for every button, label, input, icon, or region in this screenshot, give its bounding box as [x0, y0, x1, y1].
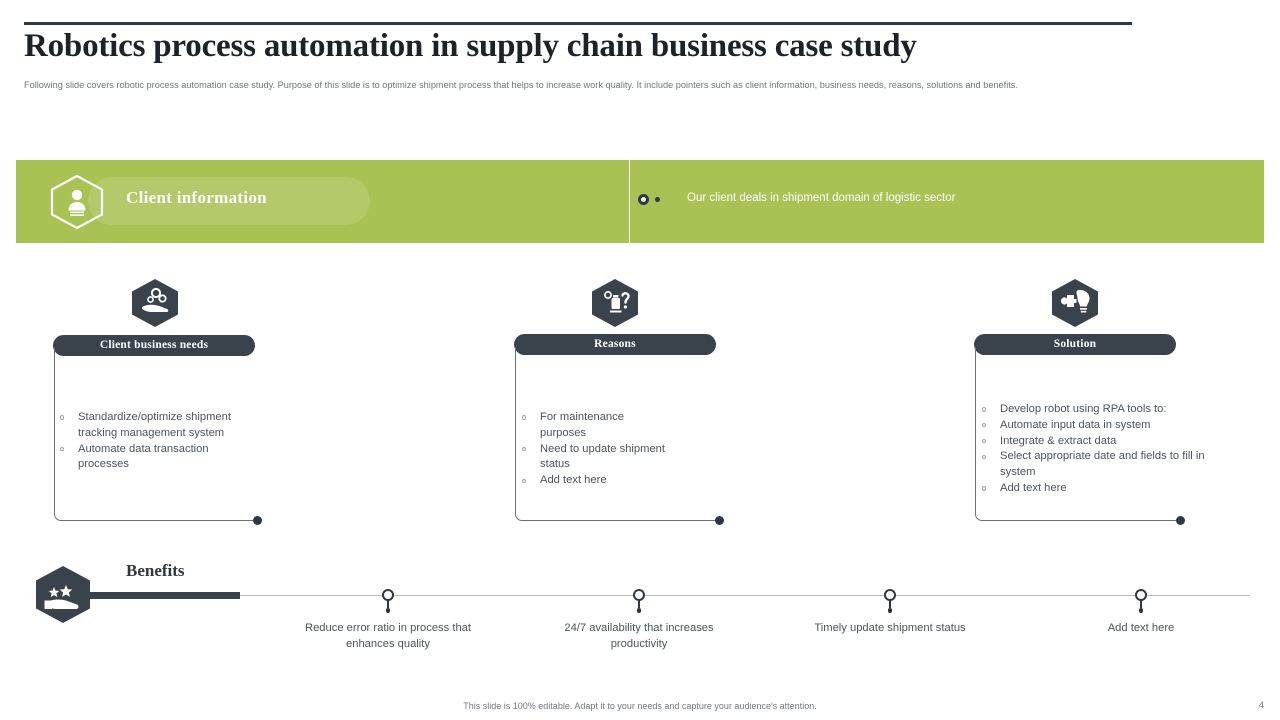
pin-stem-icon: [638, 599, 640, 608]
bullet-list: For maintenance purposes Need to update …: [518, 410, 668, 489]
list-item: Add text here: [518, 473, 668, 489]
bracket-end-dot: [1176, 516, 1185, 525]
column-title-solution: Solution: [974, 334, 1176, 355]
client-information-banner: Client information: [16, 160, 1264, 243]
list-item: Integrate & extract data: [978, 434, 1240, 450]
bracket-end-dot: [253, 516, 262, 525]
hand-stars-hexagon-icon: [32, 565, 94, 624]
title-top-rule: [24, 22, 1132, 25]
bracket-line: [515, 347, 722, 521]
pin-tip-icon: [636, 608, 642, 613]
list-item: For maintenance purposes: [518, 410, 668, 442]
banner-detail-text: Our client deals in shipment domain of l…: [687, 192, 956, 204]
list-item: Develop robot using RPA tools to:: [978, 402, 1240, 418]
list-item: Standardize/optimize shipment tracking m…: [56, 410, 261, 442]
bracket-line: [54, 348, 260, 521]
list-item: Automate data transaction processes: [56, 442, 261, 474]
bracket-end-dot: [715, 516, 724, 525]
banner-label: Client information: [126, 188, 267, 207]
benefits-accent-bar: [90, 592, 240, 599]
pin-stem-icon: [889, 599, 891, 608]
page-title: Robotics process automation in supply ch…: [24, 28, 917, 64]
benefit-text-3: Timely update shipment status: [814, 622, 966, 634]
benefit-text-4: Add text here: [1107, 622, 1175, 634]
column-title-reasons: Reasons: [514, 334, 716, 355]
list-item: Need to update shipment status: [518, 442, 668, 474]
hand-gears-hexagon-icon: [129, 278, 181, 328]
pin-tip-icon: [887, 608, 893, 613]
bracket-line: [975, 347, 1182, 521]
pin-tip-icon: [385, 608, 391, 613]
pin-stem-icon: [387, 599, 389, 608]
pin-tip-icon: [1138, 608, 1144, 613]
page-subtitle: Following slide covers robotic process a…: [24, 80, 1018, 90]
list-item: Automate input data in system: [978, 418, 1240, 434]
banner-divider: [629, 160, 631, 243]
benefits-label: Benefits: [126, 561, 185, 580]
bullet-list: Standardize/optimize shipment tracking m…: [56, 410, 261, 473]
list-item: Select appropriate date and fields to fi…: [978, 449, 1240, 481]
footer-note: This slide is 100% editable. Adapt it to…: [463, 701, 817, 711]
banner-dot-marker-icon: [655, 197, 660, 202]
benefit-text-1: Reduce error ratio in process that enhan…: [304, 622, 472, 650]
column-title-client-business-needs: Client business needs: [53, 335, 255, 356]
benefits-timeline: [240, 595, 1250, 596]
list-item: Add text here: [978, 481, 1240, 497]
lightbulb-puzzle-hexagon-icon: [1049, 278, 1101, 328]
banner-ring-marker-icon: [638, 194, 649, 205]
pin-stem-icon: [1140, 599, 1142, 608]
client-information-pill: [88, 177, 370, 225]
bullet-list: Develop robot using RPA tools to: Automa…: [978, 402, 1240, 497]
client-person-hexagon-icon: [48, 174, 106, 230]
question-gear-hexagon-icon: [589, 278, 641, 328]
page-number: 4: [1258, 700, 1264, 711]
benefit-text-2: 24/7 availability that increases product…: [564, 622, 714, 650]
